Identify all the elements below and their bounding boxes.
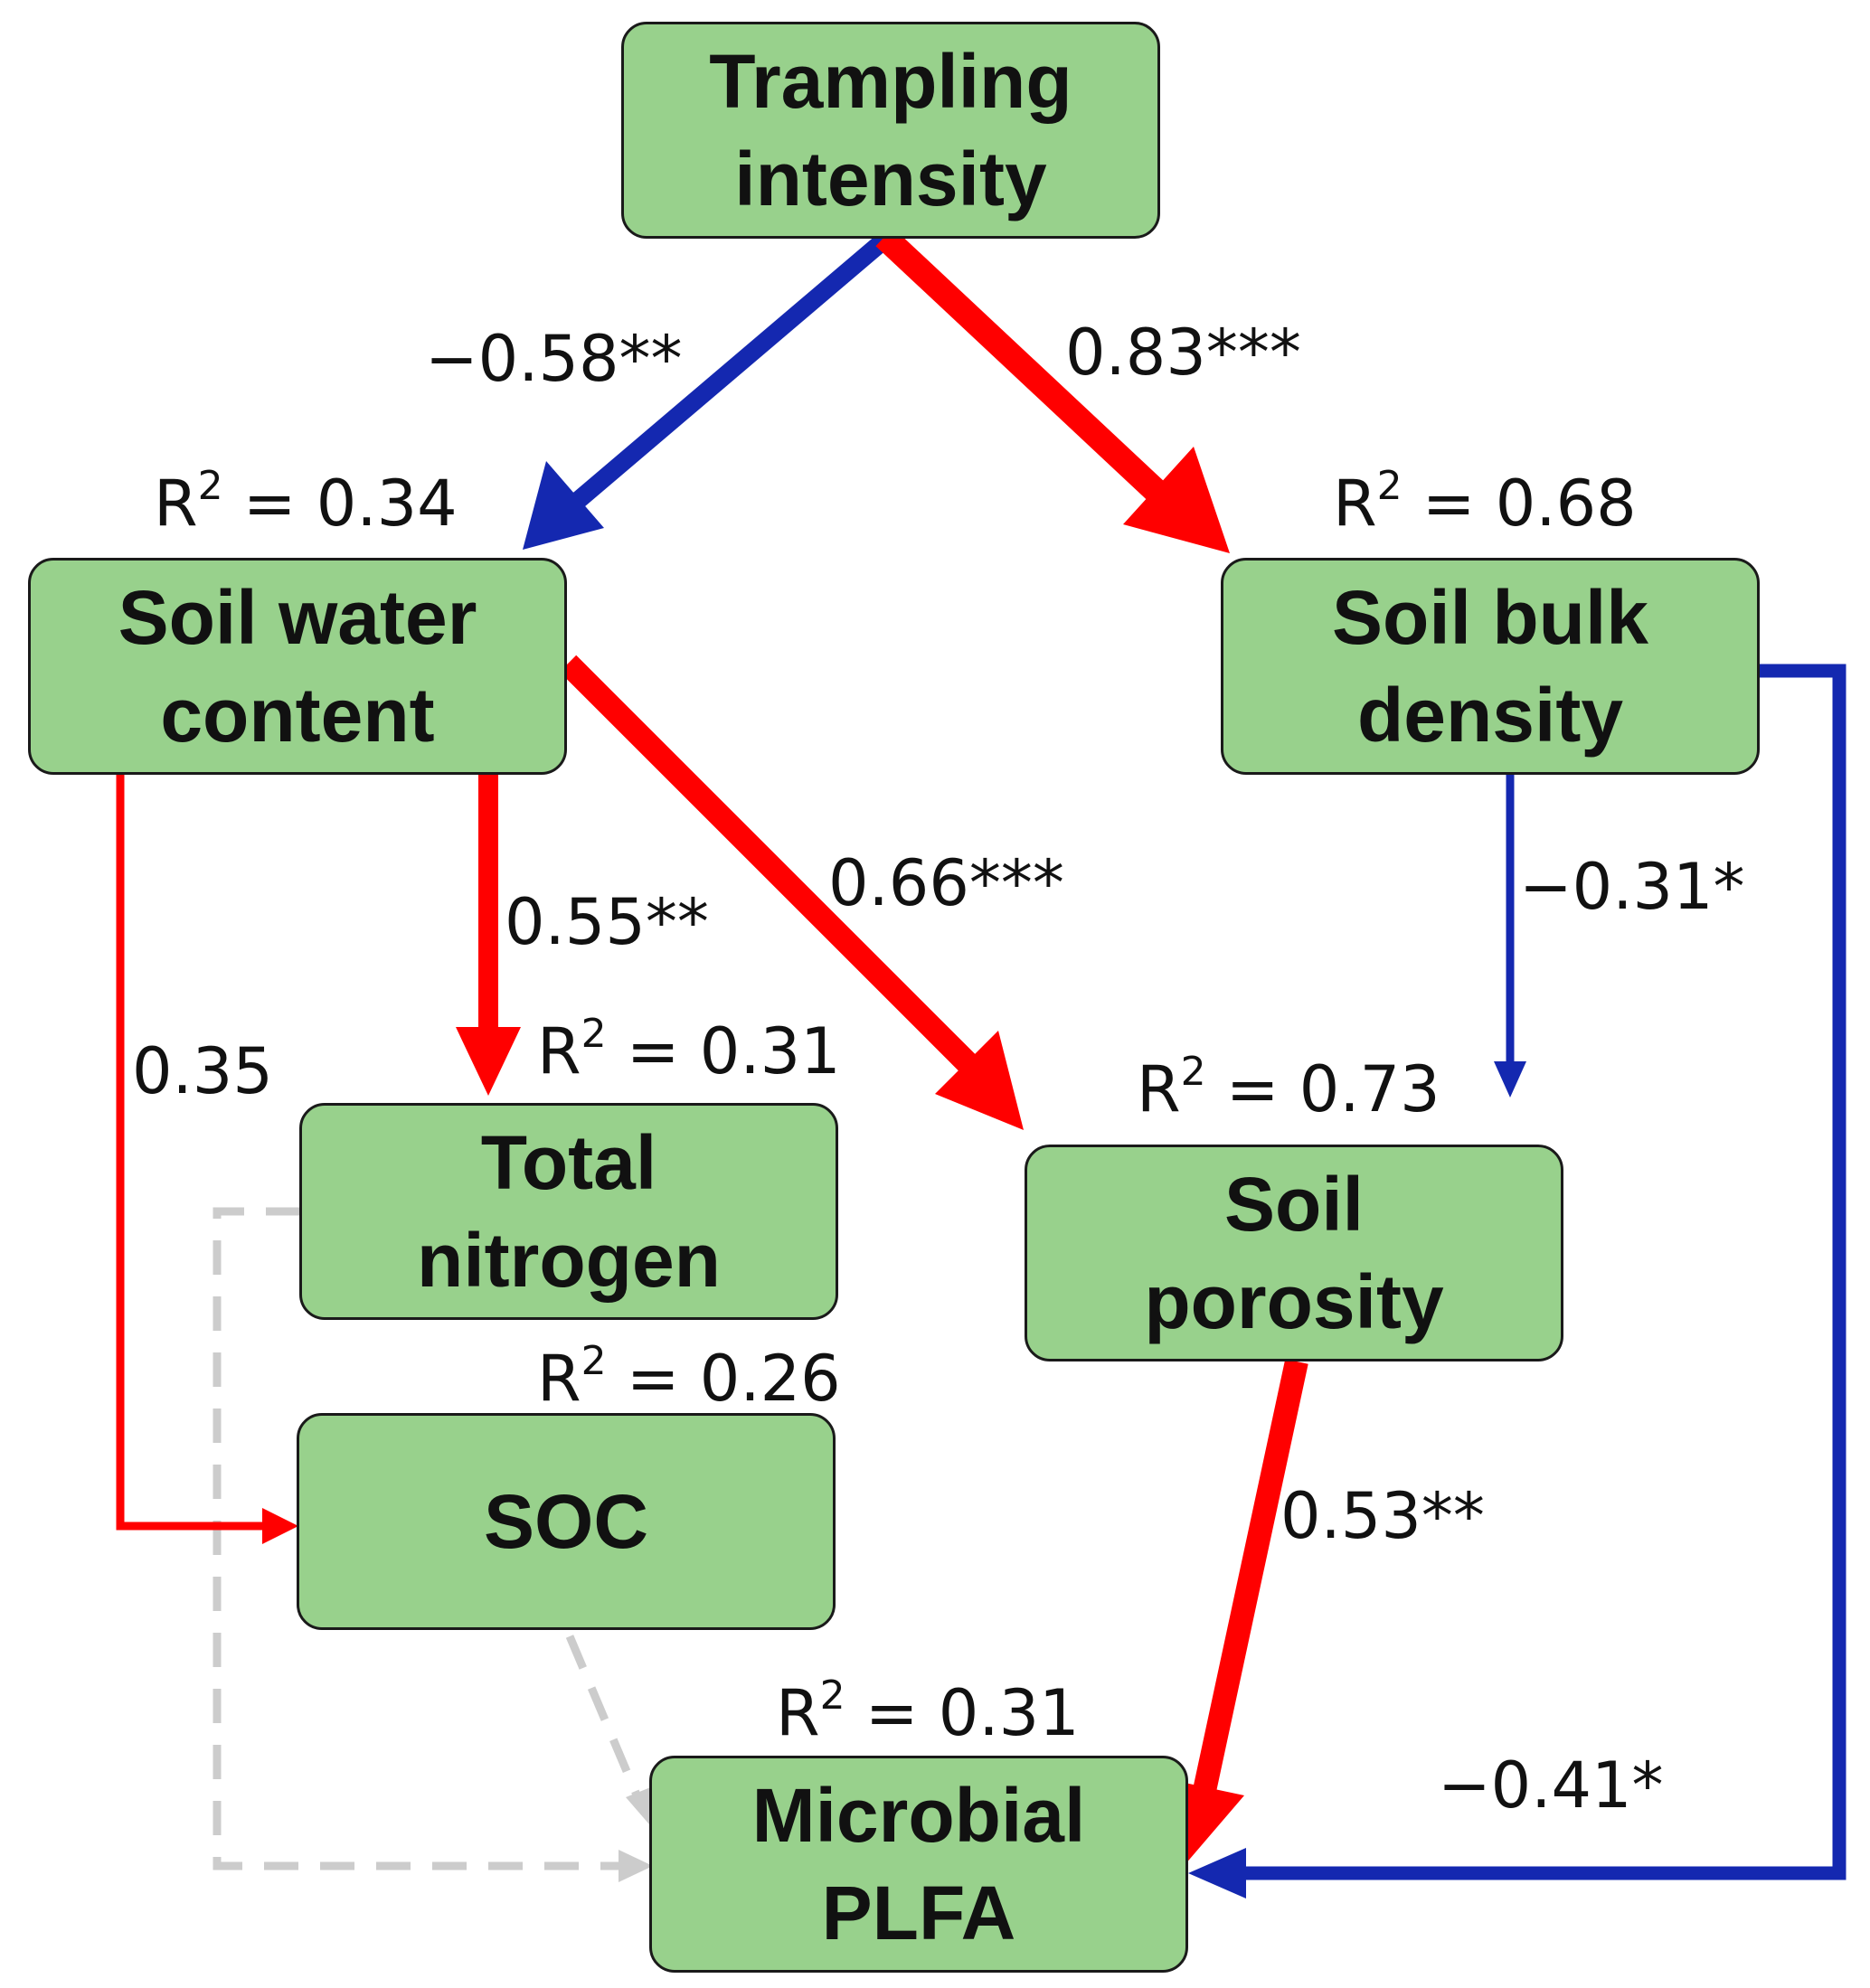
- node-soc: SOC: [297, 1413, 836, 1630]
- arrow-water-soc: [116, 775, 264, 1531]
- coef-porosity-plfa: 0.53**: [1280, 1479, 1485, 1553]
- node-porosity-line2: porosity: [1144, 1259, 1444, 1344]
- node-soil-porosity: Soil porosity: [1025, 1145, 1563, 1361]
- r2-porosity-letter: R: [1137, 1052, 1181, 1126]
- r2-bulk-value: = 0.68: [1402, 466, 1637, 541]
- r2-soil-bulk-density: R2 = 0.68: [1333, 466, 1637, 536]
- r2-total-nitrogen: R2 = 0.31: [537, 1014, 841, 1084]
- arrow-trampling-bulk: [875, 227, 1177, 513]
- node-bulk-line1: Soil bulk: [1331, 575, 1649, 660]
- node-porosity-line1: Soil: [1223, 1162, 1364, 1247]
- coef-trampling-bulk: 0.83***: [1065, 316, 1301, 390]
- r2-soc: R2 = 0.26: [537, 1342, 841, 1411]
- arrowhead-water-soc: [262, 1508, 298, 1544]
- arrow-trampling-water: [567, 230, 894, 512]
- coef-water-porosity: 0.66***: [828, 846, 1064, 920]
- node-nitrogen-line1: Total: [480, 1120, 657, 1205]
- node-soc-line1: SOC: [483, 1479, 649, 1564]
- r2-water-value: = 0.34: [222, 466, 458, 541]
- arrowhead-trampling-bulk: [1123, 447, 1230, 553]
- r2-nitrogen-value: = 0.31: [606, 1014, 841, 1088]
- coef-water-soc: 0.35: [132, 1034, 273, 1108]
- r2-microbial-plfa: R2 = 0.31: [776, 1676, 1080, 1746]
- node-bulk-line2: density: [1356, 673, 1624, 758]
- r2-soil-porosity: R2 = 0.73: [1137, 1052, 1440, 1122]
- r2-porosity-value: = 0.73: [1205, 1052, 1440, 1126]
- r2-plfa-value: = 0.31: [845, 1676, 1080, 1750]
- node-water-line2: content: [160, 673, 435, 758]
- r2-nitrogen-exponent: 2: [581, 1011, 607, 1057]
- coef-bulk-plfa: −0.41*: [1438, 1748, 1664, 1823]
- r2-soc-letter: R: [537, 1342, 581, 1416]
- arrow-water-porosity: [559, 655, 989, 1085]
- r2-bulk-exponent: 2: [1376, 463, 1402, 509]
- arrowhead-water-porosity: [935, 1031, 1024, 1130]
- r2-water-exponent: 2: [197, 463, 223, 509]
- node-trampling-line1: Trampling: [709, 39, 1072, 124]
- node-soil-bulk-density: Soil bulk density: [1221, 558, 1760, 775]
- node-total-nitrogen: Total nitrogen: [299, 1103, 838, 1320]
- r2-bulk-letter: R: [1333, 466, 1377, 541]
- coef-water-nitrogen: 0.55**: [505, 885, 709, 959]
- node-plfa-line1: Microbial: [751, 1773, 1086, 1858]
- r2-water-letter: R: [154, 466, 198, 541]
- arrow-bulk-plfa: [1239, 664, 1846, 1880]
- arrowhead-soc-plfa: [626, 1786, 653, 1824]
- node-nitrogen-line2: nitrogen: [417, 1218, 721, 1303]
- r2-nitrogen-letter: R: [537, 1014, 581, 1088]
- arrow-soc-plfa: [565, 1635, 643, 1801]
- r2-plfa-exponent: 2: [819, 1672, 845, 1719]
- node-microbial-plfa: Microbial PLFA: [649, 1756, 1188, 1973]
- arrow-porosity-plfa: [1191, 1359, 1308, 1802]
- r2-plfa-letter: R: [776, 1676, 820, 1750]
- arrowhead-bulk-porosity: [1494, 1061, 1526, 1098]
- node-soil-water-content: Soil water content: [28, 558, 567, 775]
- coef-trampling-water: −0.58**: [425, 322, 683, 396]
- node-water-line1: Soil water: [118, 575, 477, 660]
- arrowhead-water-nitrogen: [456, 1027, 521, 1096]
- node-trampling-line2: intensity: [734, 137, 1047, 221]
- arrowhead-trampling-water: [523, 461, 604, 550]
- arrow-nitrogen-plfa: [212, 1207, 624, 1870]
- arrowhead-nitrogen-plfa: [619, 1850, 653, 1882]
- r2-soil-water-content: R2 = 0.34: [154, 466, 458, 536]
- r2-soc-exponent: 2: [581, 1338, 607, 1384]
- arrowhead-bulk-plfa: [1188, 1848, 1246, 1898]
- r2-soc-value: = 0.26: [606, 1342, 841, 1416]
- r2-porosity-exponent: 2: [1180, 1049, 1206, 1095]
- node-trampling-intensity: Trampling intensity: [621, 22, 1160, 239]
- coef-bulk-porosity: −0.31*: [1519, 850, 1745, 924]
- node-plfa-line2: PLFA: [821, 1870, 1016, 1955]
